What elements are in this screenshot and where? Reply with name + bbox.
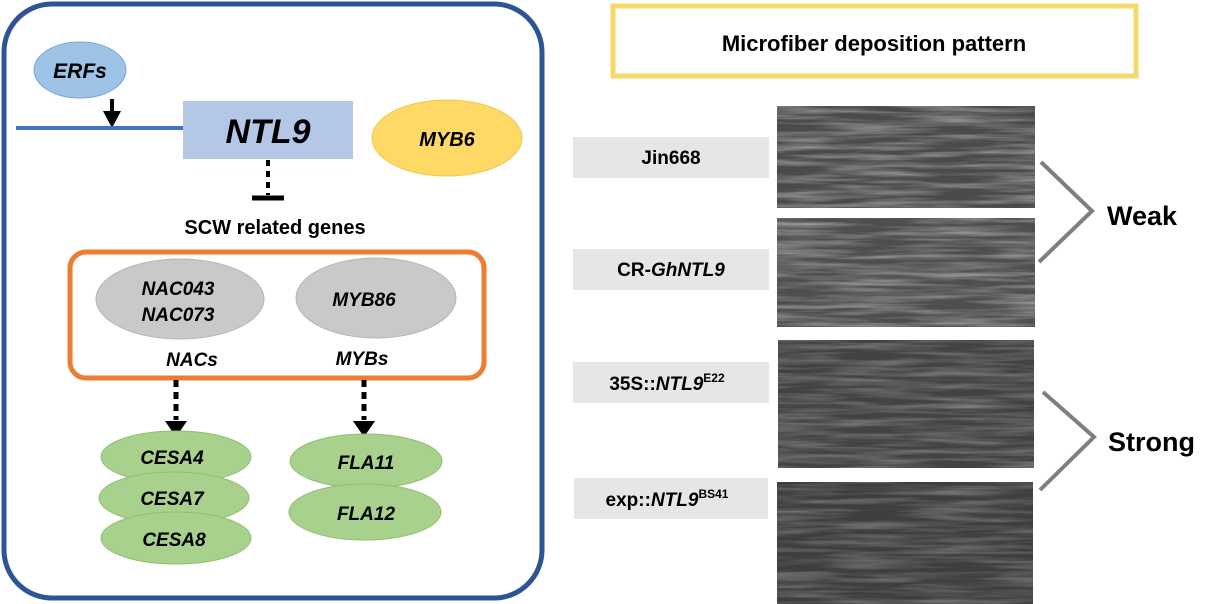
cesa8-node	[100, 511, 252, 565]
nacs-group-label: NACs	[166, 350, 218, 371]
cesa7-label: CESA7	[140, 489, 205, 510]
sample-label-exp-ntl9-bs41: exp::NTL9BS41	[574, 478, 768, 519]
sem-image-exp-ntl9-bs41	[777, 482, 1033, 604]
strong-label: Strong	[1108, 427, 1195, 457]
fla12-label: FLA12	[337, 504, 396, 525]
fla12-node	[288, 483, 442, 541]
nac043-label: NAC043	[142, 279, 215, 300]
svg-text:CR-GhNTL9: CR-GhNTL9	[617, 260, 725, 281]
weak-label: Weak	[1107, 201, 1178, 231]
sem-image-cr-ghntl9	[777, 218, 1035, 327]
cesa4-label: CESA4	[140, 448, 204, 469]
sample-label-jin668: Jin668	[573, 137, 769, 178]
nac073-label: NAC073	[142, 305, 215, 326]
strong-bracket	[1038, 390, 1097, 492]
myb86-label: MYB86	[332, 290, 396, 311]
sem-image-35s-ntl9-e22	[778, 340, 1034, 468]
myb86-node	[295, 257, 457, 339]
myb6-node	[371, 99, 523, 177]
scw-genes-title: SCW related genes	[184, 217, 365, 239]
ntl9-node	[183, 101, 353, 159]
arrowhead-icon	[103, 111, 121, 128]
cesa8-label: CESA8	[142, 530, 206, 551]
sample-label-cr-ghntl9: CR-GhNTL9	[573, 249, 769, 290]
svg-text:Jin668: Jin668	[641, 148, 700, 169]
fla11-label: FLA11	[338, 453, 395, 474]
title-box	[610, 3, 1139, 79]
sample-label-35s-ntl9-e22: 35S::NTL9E22	[573, 362, 769, 403]
arrowhead-icon	[353, 421, 375, 437]
svg-text:35S::NTL9E22: 35S::NTL9E22	[609, 371, 725, 395]
nac-node	[95, 258, 265, 340]
erfs-label: ERFs	[53, 60, 107, 83]
erfs-node	[33, 41, 127, 99]
svg-text:exp::NTL9BS41: exp::NTL9BS41	[606, 487, 729, 511]
ntl9-label: NTL9	[226, 113, 311, 151]
panel-title: Microfiber deposition pattern	[722, 31, 1026, 56]
mybs-group-label: MYBs	[336, 349, 389, 370]
weak-bracket	[1037, 160, 1095, 264]
arrowhead-icon	[165, 421, 187, 437]
sem-image-jin668	[777, 106, 1035, 208]
myb6-label: MYB6	[419, 129, 475, 151]
